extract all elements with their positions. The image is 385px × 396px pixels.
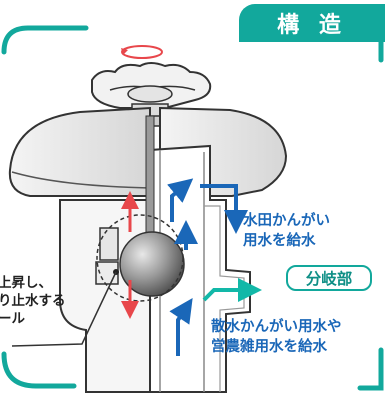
sprinkler-irrigation-label: 散水かんがい用水や 営農雑用水を給水 — [211, 318, 342, 357]
sprinkler-label-line-1: 散水かんがい用水や — [211, 319, 342, 335]
frame-corner-top-left — [1, 25, 89, 55]
leader-line — [11, 271, 117, 347]
ball-label-line-1: 上昇し、 — [0, 275, 52, 291]
ball-label-line-2: り止水する — [0, 293, 66, 310]
sprinkler-label-line-2: 営農雑用水を給水 — [211, 338, 327, 355]
valve-stem — [145, 115, 155, 247]
ball-travel-indicator — [96, 214, 184, 302]
ball-description-label: 上昇し、 り止水する ール — [0, 274, 66, 329]
frame-corner-bottom-left — [1, 351, 77, 389]
flow-arrows — [167, 178, 248, 356]
title-badge: 構 造 — [239, 4, 385, 42]
ball-label-line-3: ール — [0, 311, 25, 328]
junction-label: 分岐部 — [286, 265, 372, 291]
frame-corner-bottom-right — [357, 347, 384, 391]
side-flow-arrow — [202, 278, 262, 302]
float-ball — [119, 231, 185, 297]
rotate-icon — [121, 45, 163, 59]
paddy-irrigation-label: 水田かんがい 用水を給水 — [243, 212, 330, 251]
paddy-label-line-2: 用水を給水 — [243, 232, 316, 249]
paddy-label-line-1: 水田かんがい — [243, 213, 330, 229]
